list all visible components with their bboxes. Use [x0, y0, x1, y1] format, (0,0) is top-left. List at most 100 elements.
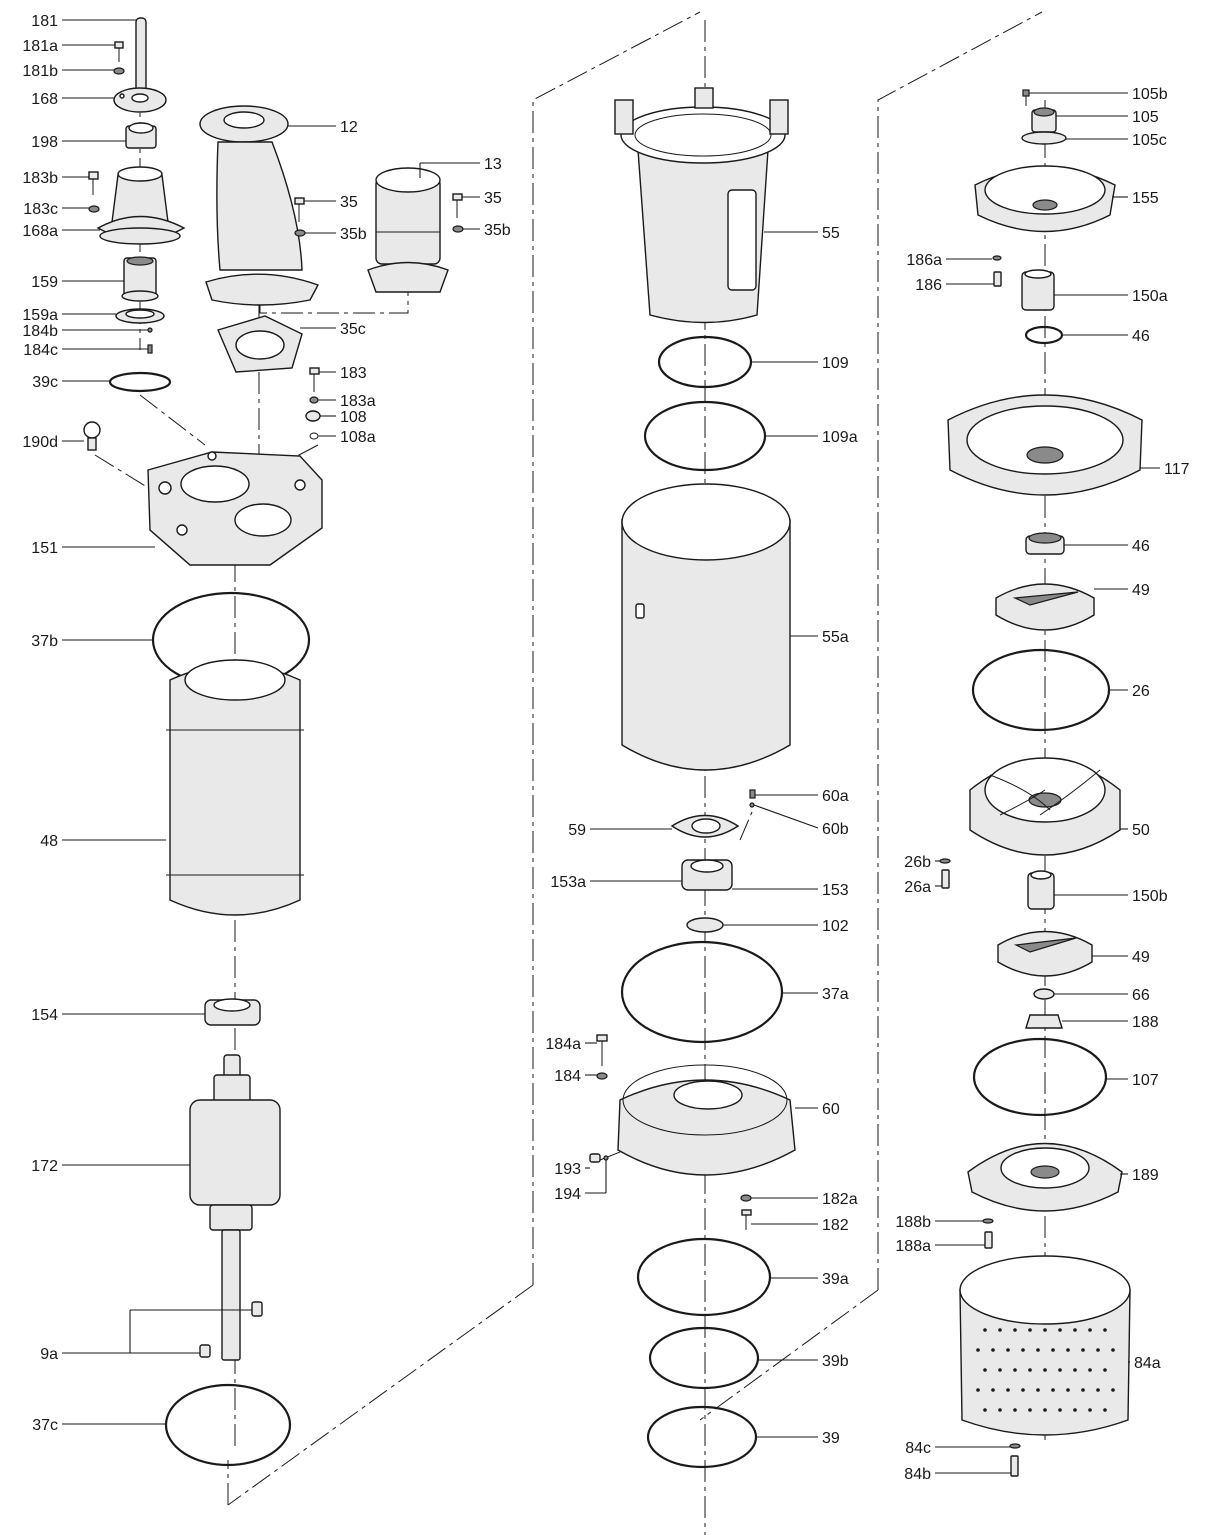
label-12: 12: [340, 119, 358, 136]
label-181: 181: [31, 13, 58, 30]
part-159-seal: [121, 256, 159, 302]
label-181a: 181a: [22, 38, 58, 55]
label-105c: 105c: [1132, 132, 1167, 149]
part-37c-oring: [164, 1383, 292, 1467]
label-155: 155: [1132, 190, 1159, 207]
part-46-seal-ring-lower: [1025, 532, 1065, 555]
label-26b: 26b: [904, 854, 931, 871]
label-49-lower: 49: [1132, 949, 1150, 966]
part-184-washer: [596, 1072, 608, 1080]
label-84b: 84b: [904, 1466, 931, 1483]
label-172: 172: [31, 1158, 58, 1175]
label-9a: 9a: [40, 1346, 58, 1363]
part-117-pump-housing: [947, 394, 1143, 496]
label-194: 194: [554, 1186, 581, 1203]
part-184c-screw: [147, 344, 153, 354]
label-153: 153: [822, 882, 849, 899]
label-184b: 184b: [22, 323, 58, 340]
label-39c: 39c: [32, 374, 58, 391]
part-84c-washer: [1009, 1443, 1021, 1449]
part-184a-screw: [596, 1034, 608, 1066]
part-108a-seal: [309, 432, 319, 440]
part-26b-washer: [939, 858, 951, 864]
label-84c: 84c: [905, 1440, 931, 1457]
part-168-flange: [113, 87, 167, 113]
label-13: 13: [484, 156, 502, 173]
label-50: 50: [1132, 822, 1150, 839]
panel-boundaries: [227, 11, 1043, 1506]
part-186a-washer: [992, 255, 1002, 261]
label-105b: 105b: [1132, 86, 1168, 103]
part-184b-washer: [147, 327, 153, 333]
label-35b-left: 35b: [340, 226, 367, 243]
part-198-bearing: [125, 122, 157, 149]
label-168: 168: [31, 91, 58, 108]
label-60b: 60b: [822, 821, 849, 838]
label-189: 189: [1132, 1167, 1159, 1184]
label-188a: 188a: [895, 1238, 931, 1255]
part-39a-oring: [636, 1237, 772, 1317]
label-182: 182: [822, 1217, 849, 1234]
part-150b-sleeve: [1027, 870, 1055, 910]
part-181a-screw: [114, 41, 124, 62]
part-105-mechanical-seal: [1031, 107, 1057, 133]
part-37a-oring: [620, 940, 784, 1044]
label-183a: 183a: [340, 393, 376, 410]
label-39b: 39b: [822, 1353, 849, 1370]
part-60a-screw: [749, 789, 756, 799]
part-9a-keys: [199, 1301, 263, 1358]
leader-lines: [62, 19, 1160, 1474]
label-198: 198: [31, 134, 58, 151]
label-117: 117: [1164, 461, 1190, 478]
label-159: 159: [31, 274, 58, 291]
label-84a: 84a: [1134, 1355, 1161, 1372]
label-154: 154: [31, 1007, 58, 1024]
label-188: 188: [1132, 1014, 1159, 1031]
label-48: 48: [40, 833, 58, 850]
label-55a: 55a: [822, 629, 849, 646]
label-35c: 35c: [340, 321, 366, 338]
label-26a: 26a: [904, 879, 931, 896]
label-151: 151: [31, 540, 58, 557]
label-107: 107: [1132, 1072, 1159, 1089]
part-46-seal-ring-upper: [1024, 325, 1064, 345]
part-188a-screw: [984, 1231, 993, 1249]
part-84b-screw: [1010, 1455, 1019, 1477]
label-105: 105: [1132, 109, 1159, 126]
part-181b-washer: [113, 67, 125, 75]
part-183-screw: [309, 367, 320, 392]
label-181b: 181b: [22, 63, 58, 80]
label-59: 59: [568, 822, 586, 839]
part-182-screw: [741, 1209, 752, 1230]
label-26: 26: [1132, 683, 1150, 700]
part-193-plug: [589, 1153, 601, 1163]
label-183: 183: [340, 365, 367, 382]
label-49-upper: 49: [1132, 582, 1150, 599]
label-108a: 108a: [340, 429, 376, 446]
part-48-stator: [166, 659, 304, 916]
part-188-nut: [1025, 1014, 1063, 1029]
label-37b: 37b: [31, 633, 58, 650]
label-35-right: 35: [484, 190, 502, 207]
label-55: 55: [822, 225, 840, 242]
label-46-upper: 46: [1132, 328, 1150, 345]
part-102-circlip: [686, 917, 724, 933]
label-35b-right: 35b: [484, 222, 511, 239]
label-184c: 184c: [23, 342, 58, 359]
part-182a-washer: [740, 1194, 752, 1202]
part-159a-seat: [115, 308, 165, 324]
part-183a-washer: [309, 396, 319, 404]
part-60b-washer: [749, 802, 755, 808]
part-13-housing-block: [367, 167, 449, 293]
label-60: 60: [822, 1101, 840, 1118]
label-159a: 159a: [22, 307, 58, 324]
part-59-bearing-cover: [670, 814, 740, 838]
label-109: 109: [822, 355, 849, 372]
part-190d-eyebolt: [83, 421, 101, 451]
part-66-washer: [1033, 988, 1055, 1000]
part-105b-screw: [1022, 89, 1030, 106]
label-183b: 183b: [22, 170, 58, 187]
label-184: 184: [554, 1068, 581, 1085]
label-39a: 39a: [822, 1271, 849, 1288]
